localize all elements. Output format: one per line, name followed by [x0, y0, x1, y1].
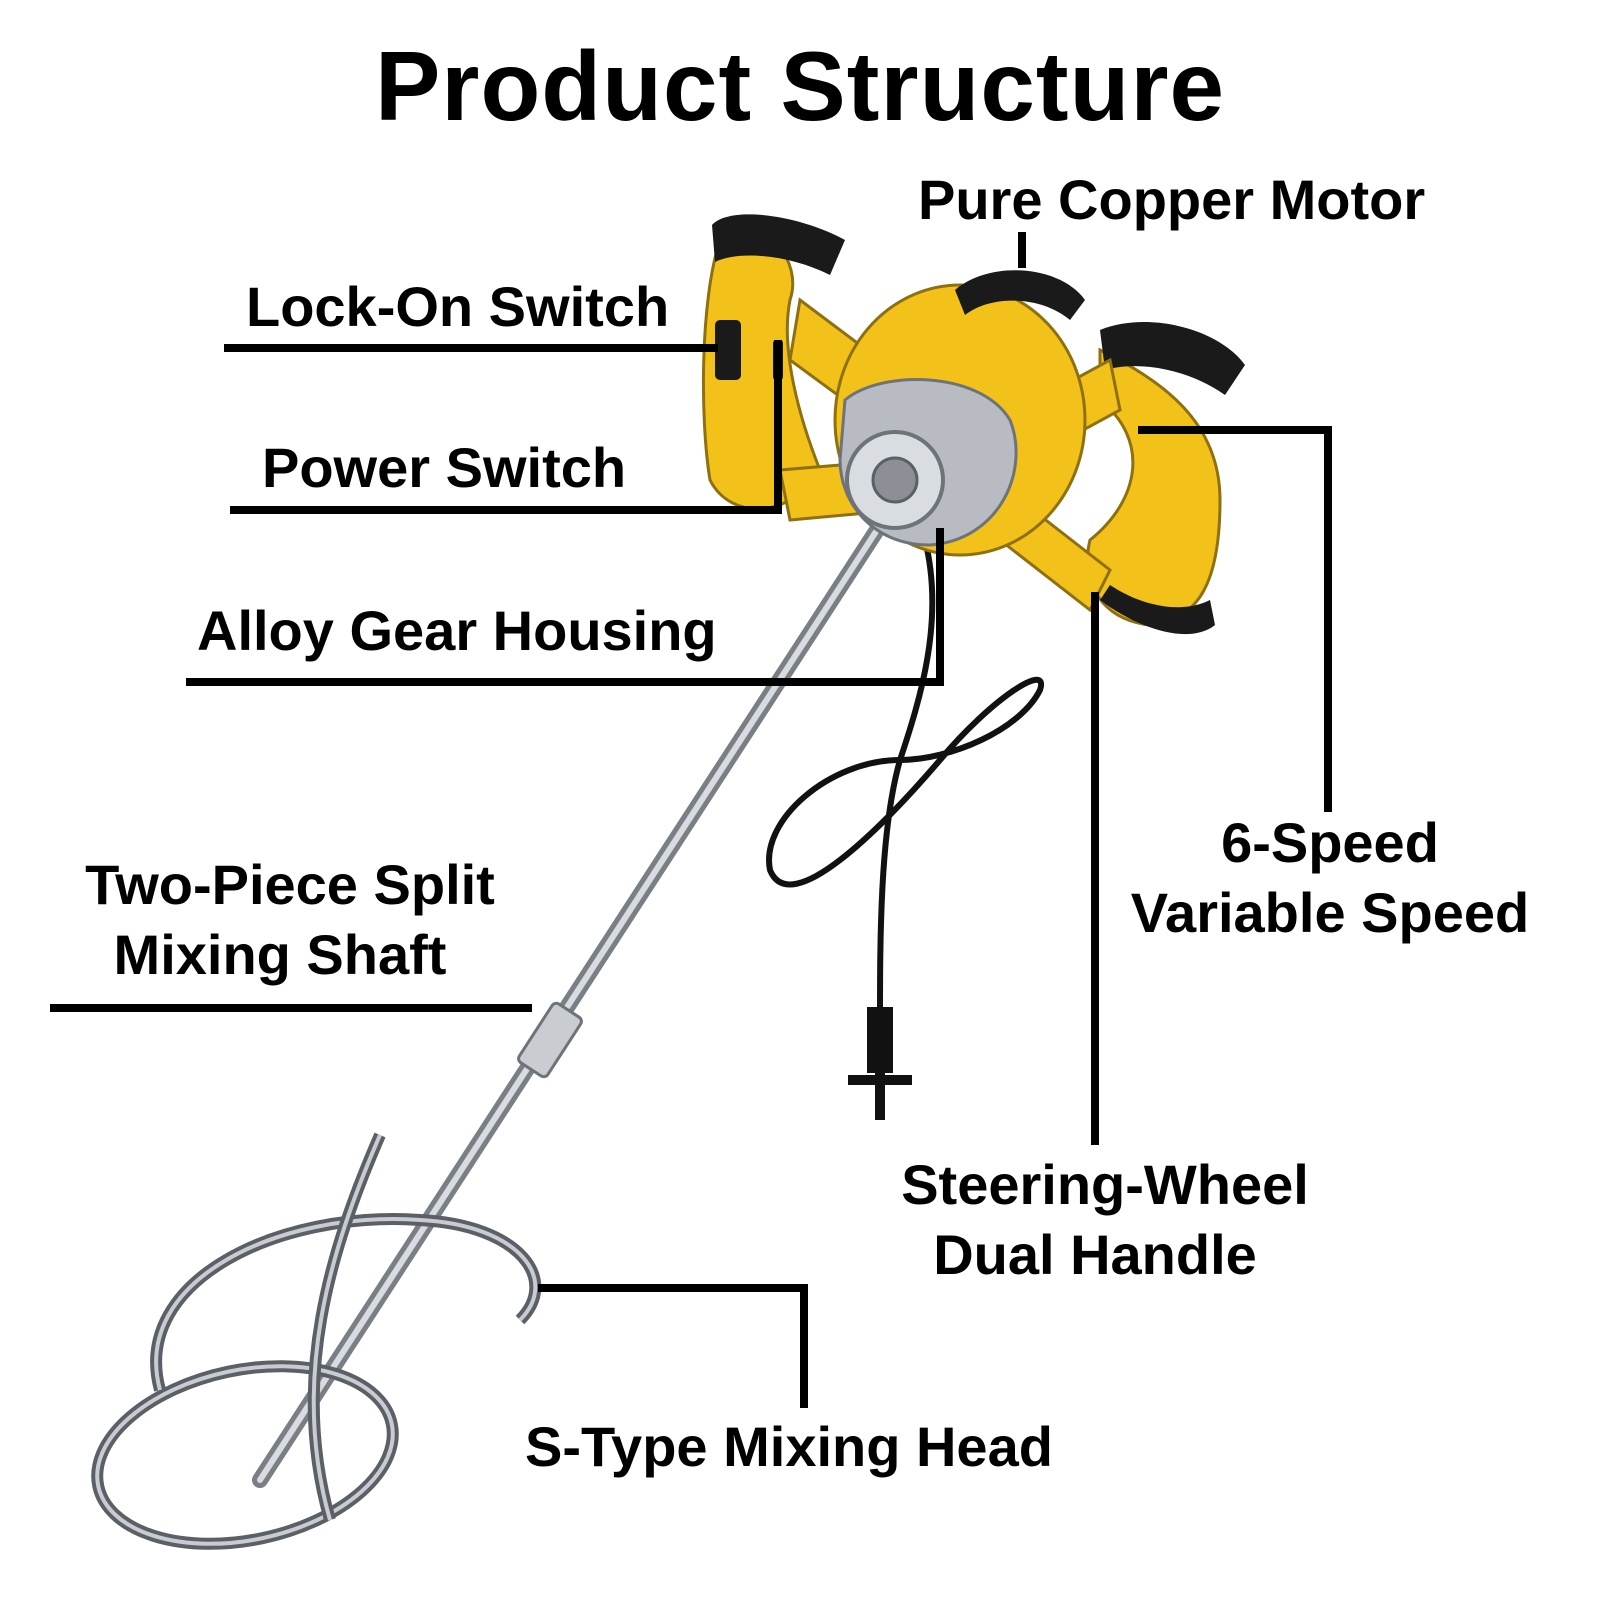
label-split-shaft-line2: Mixing Shaft: [113, 923, 447, 986]
leader-lines: [50, 232, 1332, 1408]
label-pure-copper-motor: Pure Copper Motor: [918, 168, 1426, 231]
leader-alloy-gear-housing: [186, 528, 944, 686]
left-grip: [712, 214, 845, 275]
label-lock-on-switch: Lock-On Switch: [246, 275, 670, 338]
label-split-shaft-line1: Two-Piece Split: [85, 853, 495, 916]
label-alloy-gear-housing: Alloy Gear Housing: [197, 599, 717, 662]
plug-icon: [848, 1070, 912, 1120]
shaft-coupling: [517, 1001, 583, 1079]
page-title: Product Structure: [374, 31, 1226, 141]
right-grip: [1100, 322, 1245, 395]
leader-power-switch: [230, 340, 782, 514]
motor-vent: [955, 270, 1085, 320]
label-handle-line1: Steering-Wheel: [901, 1153, 1309, 1216]
label-speed-line1: 6-Speed: [1221, 811, 1439, 874]
mixing-shaft: [252, 502, 898, 1488]
leader-mixing-head: [538, 1284, 808, 1408]
plug-strain-relief: [867, 1007, 893, 1073]
lock-on-switch-button: [715, 320, 741, 380]
mixer-body: [701, 214, 1245, 635]
label-s-type-mixing-head: S-Type Mixing Head: [525, 1415, 1053, 1478]
leader-6-speed: [1138, 426, 1332, 812]
s-type-mixing-head: [91, 1132, 542, 1550]
label-power-switch: Power Switch: [262, 436, 627, 499]
label-speed-line2: Variable Speed: [1130, 881, 1530, 944]
power-cord: [766, 539, 1045, 1120]
label-handle-line2: Dual Handle: [933, 1223, 1257, 1286]
